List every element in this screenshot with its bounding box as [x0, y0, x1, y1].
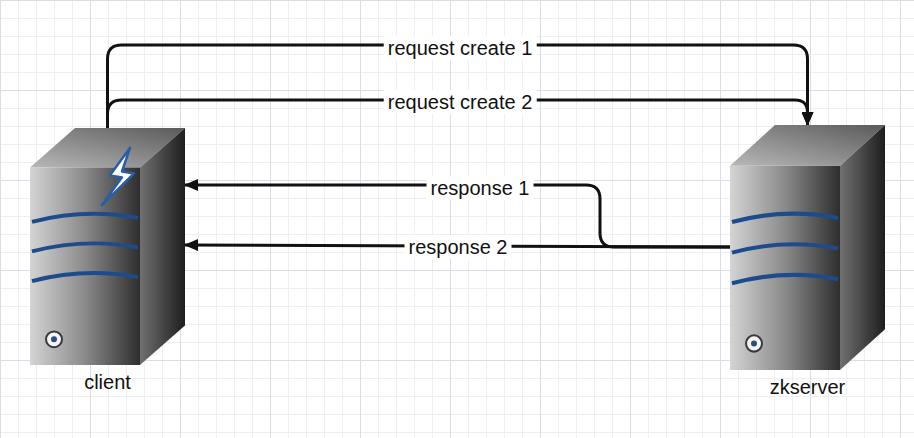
edge-label: response 2 — [405, 235, 512, 259]
node-label: zkserver — [770, 376, 846, 399]
node-label: client — [84, 371, 131, 394]
edge-label: response 1 — [427, 176, 534, 200]
edge-label: request create 1 — [384, 36, 537, 60]
edge-label: request create 2 — [384, 90, 537, 114]
server-icon — [30, 128, 185, 365]
server-node: client — [30, 128, 185, 365]
server-icon — [730, 125, 885, 370]
server-node: zkserver — [730, 125, 885, 370]
